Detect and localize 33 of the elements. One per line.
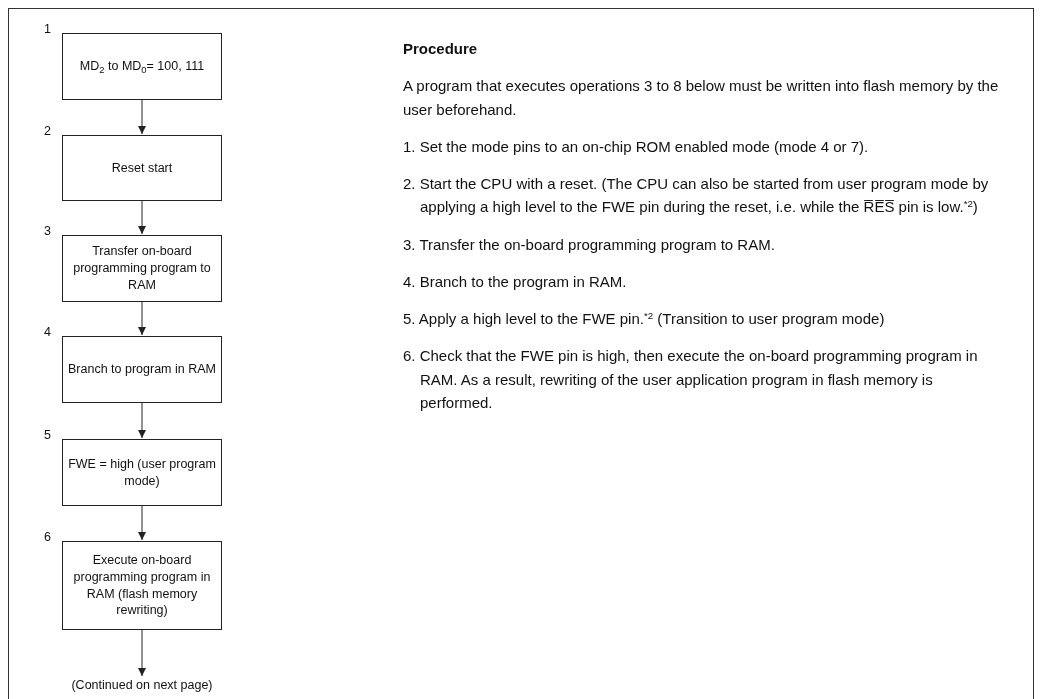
arrow: [138, 505, 146, 541]
procedure-text: 6. Check that the FWE pin is high, then execute the on-board programming program in RAM. As a result, rewriting of the user application program in flash memory is performed.: [403, 346, 979, 413]
step-number: 4: [44, 325, 51, 339]
step-text: FWE = high (user program mode): [67, 455, 217, 490]
arrow: [138, 200, 146, 235]
step-number: 3: [44, 224, 51, 238]
step-number: 2: [44, 124, 51, 138]
heading: Procedure: [403, 39, 479, 59]
step-text: Transfer on-board programming program to RAM: [72, 243, 212, 294]
step-text: MD$_{2}$ to MD$_{0}$= 100, 111: [79, 58, 205, 75]
step-text: Branch to program in RAM: [68, 361, 216, 378]
procedure-text: 3. Transfer the on-board programming program to RAM.: [403, 234, 776, 255]
arrow: [138, 99, 146, 135]
process-box: [62, 439, 222, 506]
step-number: 1: [44, 22, 51, 36]
process-box: [62, 135, 222, 201]
step-number: 5: [44, 428, 51, 442]
arrow: [138, 402, 146, 439]
process-box: [62, 541, 222, 630]
step-text: Reset start: [111, 159, 173, 177]
procedure-text: 4. Branch to the program in RAM.: [403, 271, 628, 292]
procedure-text: A program that executes operations 3 to 8 below must be written into flash memory by the user beforehand.: [403, 76, 1000, 120]
process-box: [62, 336, 222, 403]
arrow: [138, 301, 146, 336]
procedure-text: 2. Start the CPU with a reset. (The CPU can also be started from user program mode by applying a high level to the FWE pin during the reset, i.e. while the R̅E̅S̅ pin is low.$^{*2}$): [403, 174, 990, 218]
process-box: [62, 235, 222, 302]
step-text: Execute on-board programming program in RAM (flash memory rewriting): [72, 551, 212, 620]
arrow: [138, 629, 146, 677]
procedure-text: 5. Apply a high level to the FWE pin.$^{*2}$ (Transition to user program mode): [403, 308, 886, 329]
process-box: [62, 33, 222, 100]
continuation-note: (Continued on next page): [67, 677, 217, 694]
step-number: 6: [44, 530, 51, 544]
procedure-text: 1. Set the mode pins to an on-chip ROM enabled mode (mode 4 or 7).: [403, 136, 870, 157]
